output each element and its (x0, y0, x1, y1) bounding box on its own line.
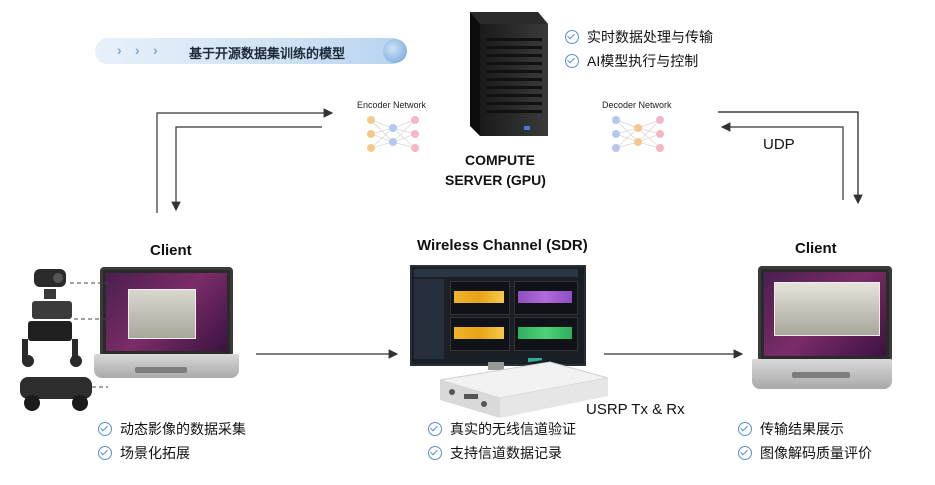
encoder-network-label: Encoder Network (357, 100, 427, 110)
check-circle-icon (738, 422, 752, 436)
banner-title: 基于开源数据集训练的模型 (189, 46, 346, 61)
client-right-feature-2: 图像解码质量评价 (738, 443, 872, 463)
server-feature-1: 实时数据处理与传输 (565, 27, 713, 47)
client-right-feature-1: 传输结果展示 (738, 419, 844, 439)
check-circle-icon (565, 30, 579, 44)
check-circle-icon (428, 422, 442, 436)
check-circle-icon (738, 446, 752, 460)
server-title-line2: SERVER (GPU) (445, 172, 546, 188)
channel-feature-1: 真实的无线信道验证 (428, 419, 576, 439)
model-banner: › › › 基于开源数据集训练的模型 (95, 38, 407, 64)
client-left-laptop (94, 267, 239, 378)
channel-title: Wireless Channel (SDR) (417, 237, 588, 254)
encoder-network-icon (367, 116, 419, 152)
chevron-right-icon: › (153, 42, 158, 58)
check-circle-icon (428, 446, 442, 460)
banner-dot-icon (383, 39, 407, 63)
decoder-network-label: Decoder Network (602, 100, 672, 110)
channel-feature-2: 支持信道数据记录 (428, 443, 562, 463)
client-left-feature-2: 场景化拓展 (98, 443, 190, 463)
usrp-device-icon (439, 358, 609, 418)
sdr-monitor (410, 265, 586, 370)
decoder-network-icon (612, 116, 664, 152)
check-circle-icon (565, 54, 579, 68)
check-circle-icon (98, 446, 112, 460)
check-circle-icon (98, 422, 112, 436)
client-right-laptop (752, 266, 892, 392)
server-feature-2: AI模型执行与控制 (565, 51, 698, 71)
robot-camera-icon (20, 269, 108, 411)
server-title-line1: COMPUTE (465, 152, 535, 168)
udp-label: UDP (763, 136, 795, 153)
client-right-title: Client (795, 240, 837, 257)
chevron-right-icon: › (117, 42, 122, 58)
chevron-right-icon: › (135, 42, 140, 58)
client-left-feature-1: 动态影像的数据采集 (98, 419, 246, 439)
server-tower-icon (470, 12, 548, 136)
client-left-title: Client (150, 242, 192, 259)
usrp-label: USRP Tx & Rx (586, 401, 685, 418)
